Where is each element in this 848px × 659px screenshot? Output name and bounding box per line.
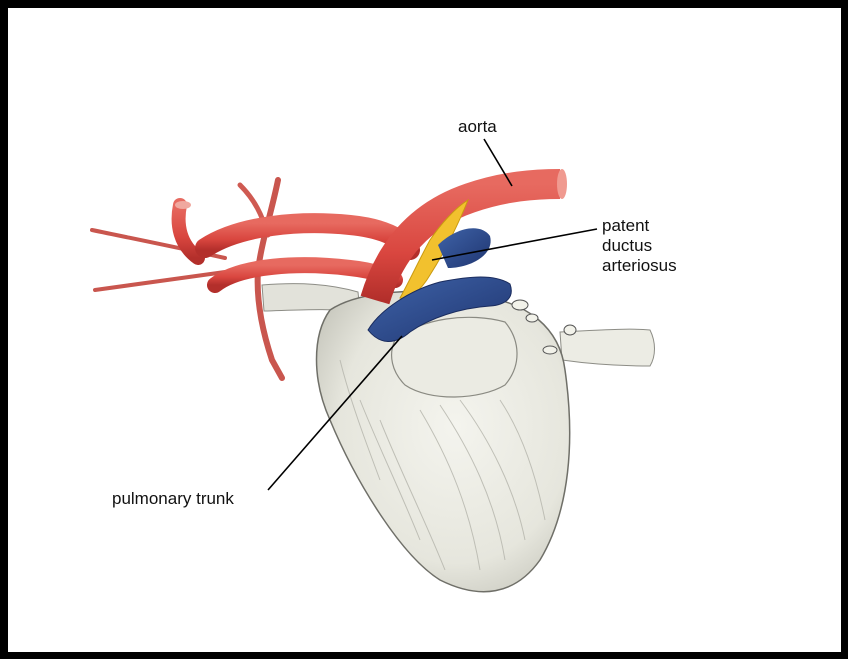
pda-label-line-1: patent [602, 216, 677, 236]
right-vessel [560, 329, 655, 366]
left-arteries [92, 180, 282, 378]
pulmonary-trunk-label: pulmonary trunk [112, 489, 234, 509]
aorta-vessel [175, 169, 567, 300]
pda-label-line-3: arteriosus [602, 256, 677, 276]
aorta-label: aorta [458, 117, 497, 137]
patent-ductus-arteriosus-label: patent ductus arteriosus [602, 216, 677, 276]
pda-label-line-2: ductus [602, 236, 677, 256]
